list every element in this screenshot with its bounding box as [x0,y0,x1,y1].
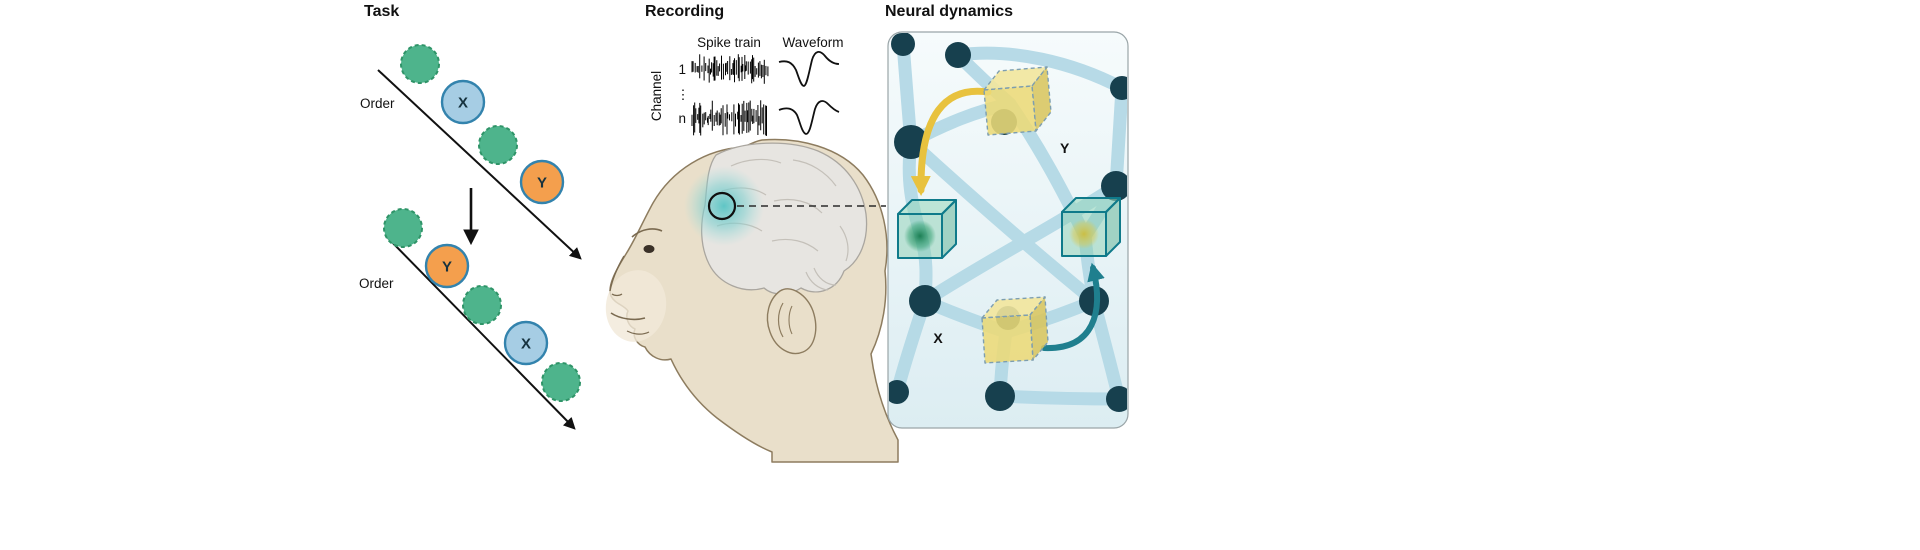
state-cube-y [983,66,1052,136]
sequence2-item-x-circle [503,320,549,366]
sequence2-distractor-circle-2 [462,285,502,325]
spike-train-channel-n [691,100,767,136]
attractor-left-glow [904,220,936,252]
sequence1-distractor-circle-1 [400,44,440,84]
sequence2-distractor-circle-3 [541,362,581,402]
sequence1-item-y-label: Y [537,175,547,192]
spike-train-channel-1 [691,54,769,84]
channel-axis-label: Channel [649,71,664,121]
neural-dynamics-panel: Neural dynamics [885,3,1129,429]
state-cube-x [981,296,1049,364]
sequence1-distractor-circle-2 [478,125,518,165]
transition-arrow-y-to-state [910,87,992,196]
monkey-face-details [609,228,663,335]
waveform-channel-1 [778,51,840,87]
sequence1-item-x-label: X [458,95,468,112]
attractor-right-glow [1069,219,1099,249]
neural-x-label: X [933,330,943,346]
monkey-eye [643,245,655,253]
recording-title: Recording [645,3,724,20]
monkey-ear [766,288,817,355]
sequence2-item-y-label: Y [442,259,452,276]
monkey-illustration [605,138,899,463]
transition-arrow-x-to-state [1041,262,1105,352]
sequence1-item-y-circle [519,159,565,205]
task-title: Task [364,3,399,20]
task-panel: Task Order X Y Order Y X [359,3,582,430]
neural-dynamics-title: Neural dynamics [885,3,1013,20]
channel-1-label: 1 [678,62,686,77]
sequence1-item-x-circle [440,79,486,125]
order-label-1: Order [360,96,395,111]
waveform-label: Waveform [782,35,843,50]
channel-n-label: n [678,111,686,126]
sequence1-order-arrow [377,69,582,260]
channel-ellipsis: ⋮ [676,87,690,102]
sequence2-item-y-circle [424,243,470,289]
neural-network: Y X [889,33,1127,412]
recording-site-glow [684,166,764,246]
waveform-channel-n [778,100,840,135]
spike-train-label: Spike train [697,35,761,50]
monkey-muzzle [605,270,667,342]
monkey-ear-inner [777,302,793,338]
neural-y-label: Y [1060,140,1070,156]
sequence2-order-arrow [385,235,576,430]
order-label-2: Order [359,276,394,291]
sequence2-distractor-circle-1 [383,208,423,248]
recording-panel: Recording Spike train Waveform Channel 1… [645,3,844,136]
recording-site-circle [707,191,737,221]
sequence2-item-x-label: X [521,336,531,353]
